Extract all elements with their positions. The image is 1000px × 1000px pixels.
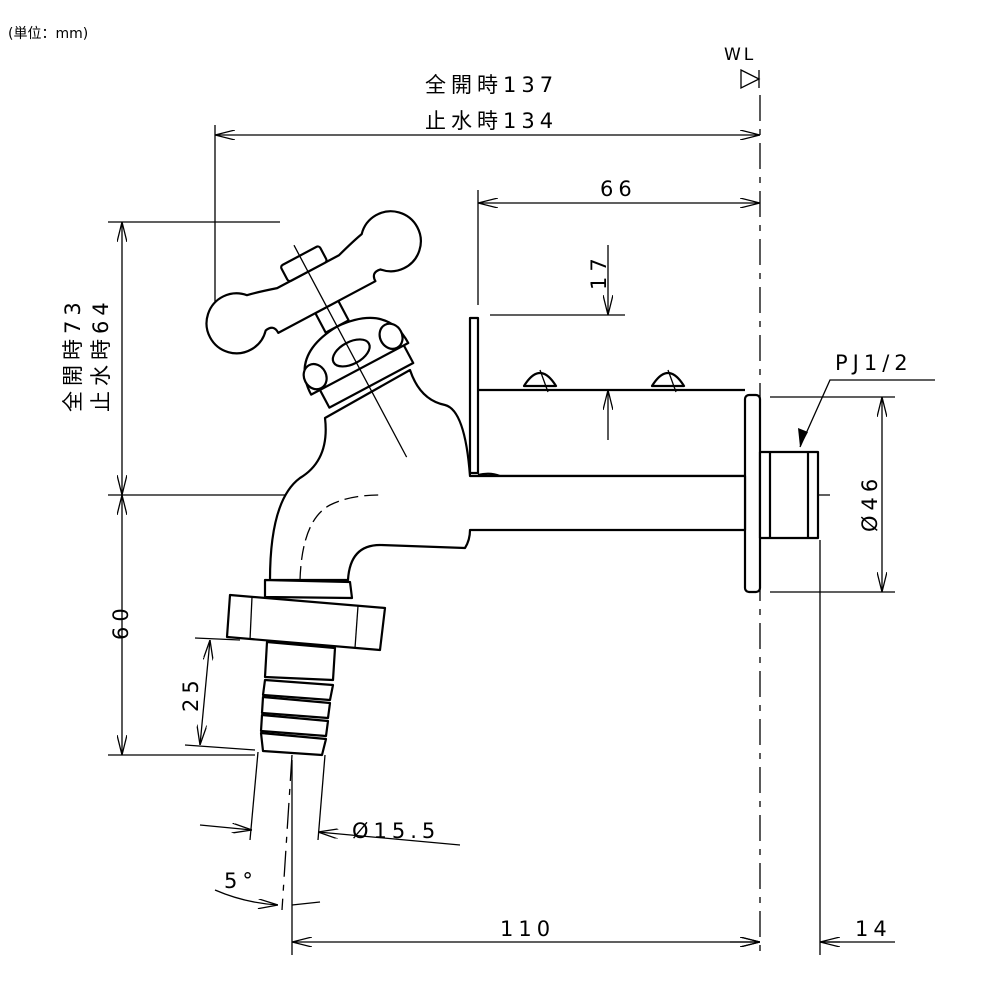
- leader-arrow-icon: [798, 428, 808, 447]
- dim-angle-label: 5°: [224, 869, 258, 893]
- hose-barb: [259, 713, 330, 738]
- wall-flange: [743, 393, 762, 594]
- handle-axis: [293, 244, 408, 458]
- nut-edge: [354, 605, 359, 649]
- dim-bracket-label: 66: [600, 177, 637, 201]
- dim-hose-length: [200, 640, 210, 745]
- handle-assembly: [205, 210, 422, 458]
- screw-icon: [522, 369, 558, 393]
- hose-barb: [261, 678, 335, 702]
- thread-spec-label: PJ1/2: [835, 351, 913, 375]
- bracket-plate: [468, 316, 480, 475]
- dim-total-closed-label: 止水時134: [425, 109, 558, 133]
- dim-hose-dia-label: Ø15.5: [352, 819, 440, 843]
- screw-icon: [650, 369, 686, 393]
- hose-barb: [260, 695, 332, 720]
- extension-line: [184, 744, 256, 751]
- spout-thread: [263, 578, 354, 600]
- dim-hose-dia-arrow-left: [199, 825, 252, 830]
- bonnet-bolt-icon: [378, 322, 404, 350]
- thread-leader: [799, 379, 935, 448]
- dim-reach-label: 110: [500, 917, 555, 941]
- extension-line: [194, 637, 241, 641]
- hose-centerline: [281, 754, 293, 911]
- dim-angle-tick: [291, 901, 321, 906]
- spout-hidden-line: [299, 494, 381, 581]
- extension-line: [249, 751, 259, 841]
- hose-adapter: [263, 640, 337, 682]
- dim-screw-label: 17: [587, 253, 611, 290]
- dim-total-open-label: 全開時137: [425, 73, 558, 97]
- dim-thread-length-label: 14: [855, 917, 892, 941]
- unit-note: (単位：mm): [8, 26, 88, 42]
- dim-height-closed-label: 止水時64: [89, 297, 113, 412]
- dim-hose-dia-arrow-right: [318, 832, 461, 846]
- hose-barb: [259, 731, 328, 757]
- dim-spout-drop-label: 60: [109, 603, 133, 640]
- nut-edge: [249, 596, 253, 641]
- dim-height-open-label: 全開時73: [61, 297, 85, 412]
- thread-fitting: [758, 450, 820, 540]
- dim-hose-label: 25: [179, 675, 203, 712]
- water-level-triangle-icon: [740, 68, 761, 90]
- dim-flange-label: Ø46: [858, 474, 882, 532]
- union-nut: [225, 593, 387, 652]
- bonnet-bolt-icon: [302, 362, 328, 391]
- bracket-body: [477, 388, 745, 478]
- water-level-label: WL: [724, 45, 756, 65]
- dim-angle-arc: [214, 889, 278, 905]
- extension-line: [317, 754, 326, 841]
